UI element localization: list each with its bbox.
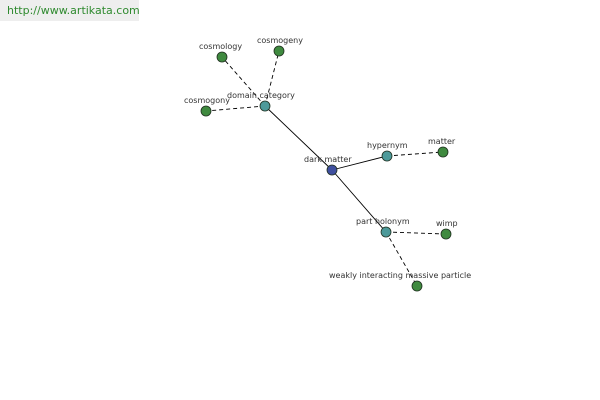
edges-layer — [205, 50, 447, 287]
label-cosmology[interactable]: cosmology — [199, 42, 242, 51]
node-cosmogeny[interactable] — [273, 45, 285, 57]
edge-domain-category-cosmogeny — [264, 50, 280, 107]
label-cosmogony[interactable]: cosmogony — [184, 96, 230, 105]
label-hypernym[interactable]: hypernym — [367, 141, 408, 150]
node-domain-category[interactable] — [259, 100, 271, 112]
edge-domain-category-cosmogony — [205, 105, 266, 112]
node-weakly-interacting-massive-particle[interactable] — [411, 280, 423, 292]
node-part-holonym[interactable] — [380, 226, 392, 238]
edge-domain-category-cosmology — [221, 56, 266, 107]
edge-dark-matter-hypernym — [331, 155, 388, 171]
label-wimp[interactable]: wimp — [436, 219, 458, 228]
label-matter[interactable]: matter — [428, 137, 456, 146]
node-wimp[interactable] — [440, 228, 452, 240]
source-link[interactable]: http://www.artikata.com — [0, 0, 140, 21]
node-matter[interactable] — [437, 146, 449, 158]
node-cosmology[interactable] — [216, 51, 228, 63]
edge-dark-matter-domain-category — [264, 105, 333, 171]
node-hypernym[interactable] — [381, 150, 393, 162]
label-weakly-interacting-massive-particle[interactable]: weakly interacting massive particle — [329, 271, 471, 280]
node-cosmogony[interactable] — [200, 105, 212, 117]
label-part-holonym[interactable]: part holonym — [356, 217, 410, 226]
label-cosmogeny[interactable]: cosmogeny — [257, 36, 303, 45]
label-domain-category[interactable]: domain category — [227, 91, 295, 100]
labels-layer: dark matter domain category hypernym par… — [184, 36, 471, 280]
node-dark-matter[interactable] — [326, 164, 338, 176]
edge-dark-matter-part-holonym — [331, 169, 387, 233]
edge-part-holonym-wimp — [385, 231, 447, 235]
edge-hypernym-matter — [386, 151, 444, 157]
nodes-layer — [200, 45, 452, 292]
edge-part-holonym-weakly-interacting-massive-particle — [385, 231, 418, 287]
label-dark-matter[interactable]: dark matter — [304, 155, 352, 164]
